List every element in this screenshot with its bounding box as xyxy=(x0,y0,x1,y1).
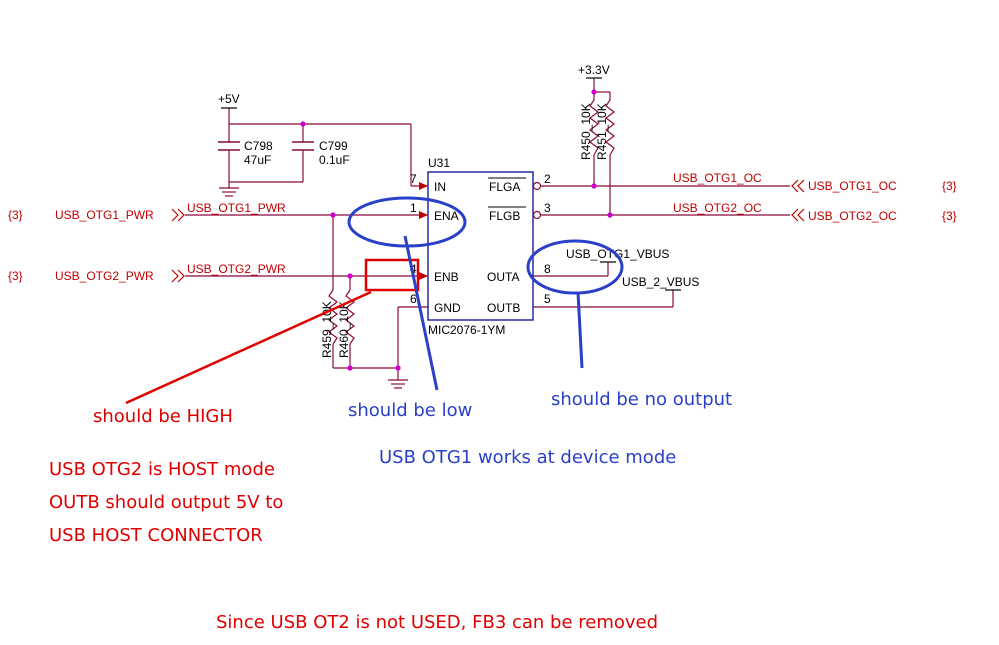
pin-name-flgb: FLGB xyxy=(489,209,520,223)
annotation-should-be-high: should be HIGH xyxy=(93,406,233,427)
ic-part: MIC2076-1YM xyxy=(428,323,505,337)
net-otg1-pwr: USB_OTG1_PWR xyxy=(187,201,286,215)
sheet-ref-4: {3} xyxy=(942,209,957,223)
ic-body-u31 xyxy=(427,171,534,321)
pin-num-7: 7 xyxy=(410,172,417,186)
pin-name-ena: ENA xyxy=(434,209,459,223)
ground-symbols xyxy=(219,187,408,389)
ic-ref: U31 xyxy=(428,156,450,170)
c799-value: 0.1uF xyxy=(319,153,350,167)
pin-num-3: 3 xyxy=(544,201,551,215)
enb-arrow-line xyxy=(125,290,372,405)
pin-num-1: 1 xyxy=(410,201,417,215)
pin-num-5: 5 xyxy=(544,292,551,306)
sheet-ref-3: {3} xyxy=(942,179,957,193)
power-5v-label: +5V xyxy=(218,92,240,106)
pin-num-4: 4 xyxy=(410,262,417,276)
wires xyxy=(185,78,790,380)
capacitors xyxy=(218,141,314,151)
r451-label: R451_10K xyxy=(595,103,609,160)
sheet-ref-2: {3} xyxy=(8,269,23,283)
net-otg1-oc: USB_OTG1_OC xyxy=(673,171,762,185)
junctions xyxy=(300,89,613,371)
net-otg2-pwr: USB_OTG2_PWR xyxy=(187,262,286,276)
offsheet-otg2-oc-label: USB_OTG2_OC xyxy=(808,209,897,223)
power-3v3-label: +3.3V xyxy=(578,63,610,77)
pin-num-6: 6 xyxy=(410,292,417,306)
net-otg2-oc: USB_OTG2_OC xyxy=(673,201,762,215)
pin-name-enb: ENB xyxy=(434,270,459,284)
power-bars xyxy=(221,77,681,291)
annotation-no-output: should be no output xyxy=(551,389,732,410)
sheet-ref-1: {3} xyxy=(8,208,23,222)
annotation-otg2-host-1: USB OTG2 is HOST mode xyxy=(49,459,275,480)
offsheet-otg2-pwr-label: USB_OTG2_PWR xyxy=(55,269,154,283)
offsheet-otg1-pwr-label: USB_OTG1_PWR xyxy=(55,208,154,222)
annotation-should-be-low: should be low xyxy=(348,400,472,421)
flgb-bubble xyxy=(532,210,542,220)
r460-label: R460_10K xyxy=(337,301,351,358)
ena-pointer-line xyxy=(403,235,439,391)
pin-name-gnd: GND xyxy=(434,301,461,315)
r450-label: R450_10K xyxy=(579,103,593,160)
net-usb2-vbus: USB_2_VBUS xyxy=(622,275,699,289)
flga-bubble xyxy=(532,181,542,191)
annotation-otg1-device: USB OTG1 works at device mode xyxy=(379,447,676,468)
pin-arrows xyxy=(419,182,428,280)
resistors xyxy=(328,99,615,345)
pin-num-8: 8 xyxy=(544,262,551,276)
annotation-otg2-host-3: USB HOST CONNECTOR xyxy=(49,525,263,546)
pin-num-2: 2 xyxy=(544,172,551,186)
r459-label: R459_10K xyxy=(320,301,334,358)
pin-name-in: IN xyxy=(434,180,446,194)
annotation-otg2-host-2: OUTB should output 5V to xyxy=(49,492,283,513)
pin-name-flga: FLGA xyxy=(489,180,520,194)
enb-highlight-box xyxy=(364,258,420,292)
pin-name-outb: OUTB xyxy=(487,301,520,315)
c799-ref: C799 xyxy=(319,139,348,153)
outa-circle xyxy=(526,239,624,295)
annotation-fb3-note: Since USB OT2 is not USED, FB3 can be re… xyxy=(216,612,658,633)
pin-name-outa: OUTA xyxy=(487,270,519,284)
c798-value: 47uF xyxy=(244,153,271,167)
c798-ref: C798 xyxy=(244,139,273,153)
outa-pointer-line xyxy=(576,291,584,369)
offsheet-otg1-oc-label: USB_OTG1_OC xyxy=(808,179,897,193)
offsheet-connectors xyxy=(171,179,805,283)
